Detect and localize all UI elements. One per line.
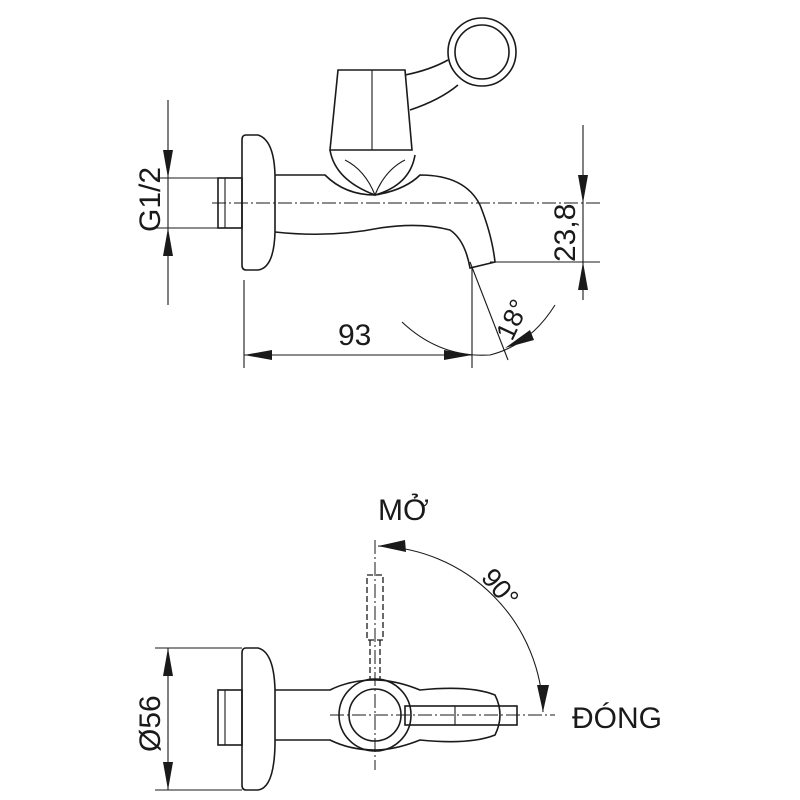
diameter-label: Ø56 — [134, 695, 167, 752]
handle-open-position — [366, 574, 384, 641]
open-label: MỞ — [378, 493, 429, 527]
top-view: 90° MỞ ĐÓNG Ø56 — [134, 493, 662, 791]
thread-nipple-top — [217, 689, 243, 746]
handle-ring-inner — [454, 24, 510, 80]
spout-body — [274, 174, 496, 269]
closed-label: ĐÓNG — [572, 702, 662, 735]
wall-flange-top — [241, 647, 276, 791]
side-view: G1/2 23,8 93 18° — [134, 17, 600, 368]
handle-ring-outer — [447, 17, 517, 87]
height-dimension-label: 23,8 — [549, 204, 582, 262]
body-top — [275, 679, 501, 751]
handle-lever — [329, 69, 413, 151]
thread-size-label: G1/2 — [134, 167, 167, 232]
length-dimension-label: 93 — [338, 319, 371, 352]
rotation-angle-label: 90° — [475, 563, 524, 614]
wall-flange — [241, 134, 276, 271]
